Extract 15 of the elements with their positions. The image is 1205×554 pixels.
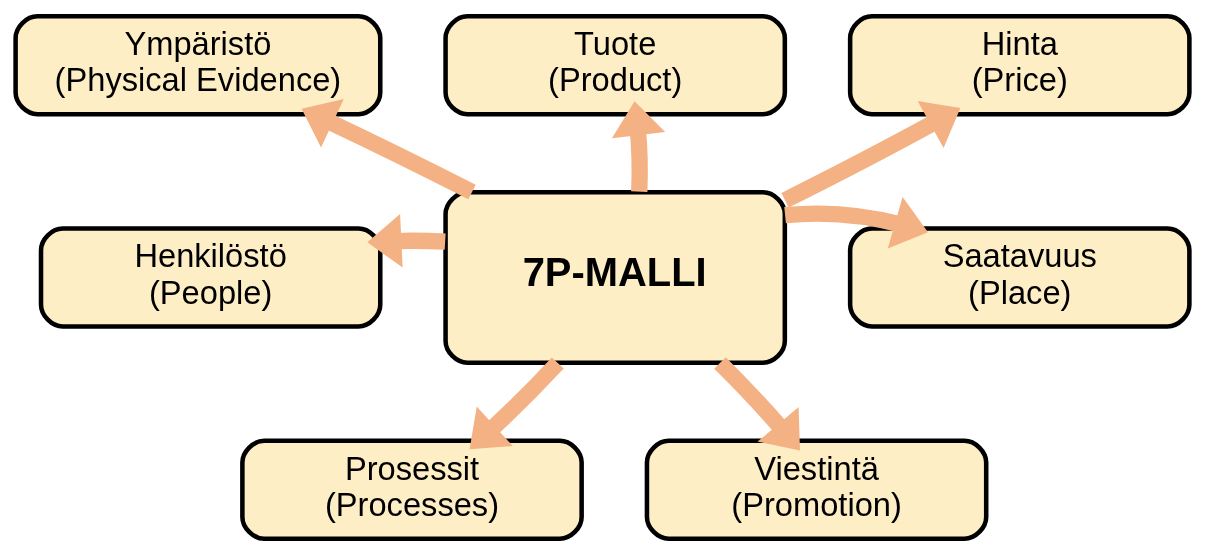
arrow (611, 100, 666, 192)
arrow (784, 196, 928, 248)
node-box: Ympäristö (Physical Evidence) (13, 13, 383, 116)
node-box: Hinta (Price) (847, 13, 1192, 116)
node-box: Tuote (Product) (443, 13, 788, 116)
arrow (367, 213, 446, 267)
arrow (301, 98, 476, 199)
node-box: Prosessit (Processes) (240, 438, 584, 541)
node-box: Henkilöstö (People) (38, 225, 383, 329)
node-box: Saatavuus (Place) (847, 225, 1192, 329)
arrow (714, 356, 801, 450)
node-box: 7P-MALLI (443, 189, 788, 365)
arrow (469, 356, 564, 449)
node-box: Viestintä (Promotion) (644, 438, 989, 541)
arrow (781, 100, 961, 208)
